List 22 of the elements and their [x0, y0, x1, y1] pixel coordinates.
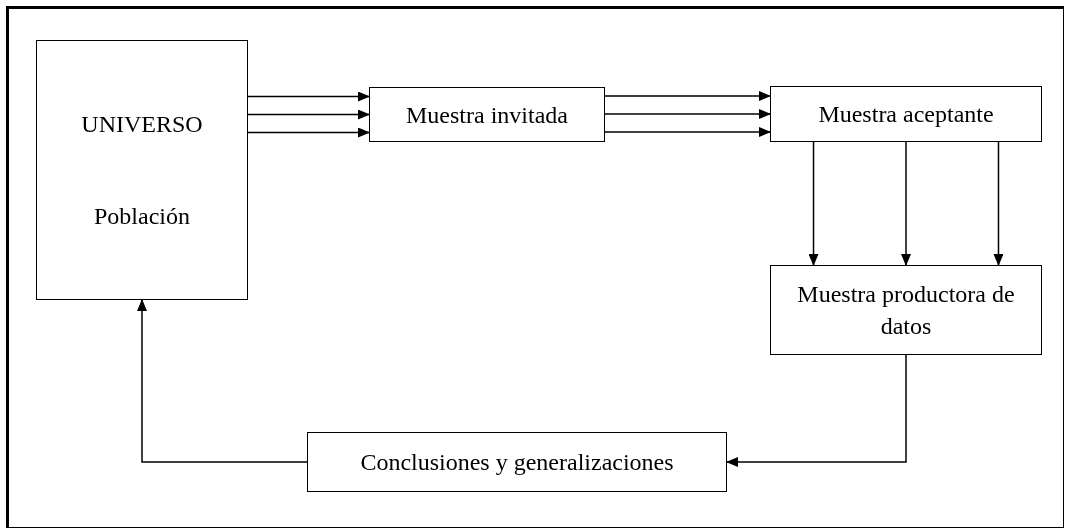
- arrow: [604, 91, 771, 101]
- arrow: [247, 91, 370, 102]
- arrow: [808, 141, 819, 266]
- process-box: [369, 87, 605, 142]
- arrow: [993, 141, 1004, 266]
- process-box: [770, 265, 1042, 355]
- box-label: Muestra invitada: [406, 100, 568, 130]
- arrow: [247, 109, 370, 120]
- process-box: [770, 86, 1042, 142]
- box-label: Conclusiones y generalizaciones: [360, 448, 674, 477]
- box-label: Muestra aceptante: [818, 100, 994, 129]
- arrow: [901, 141, 911, 266]
- box-label: Población: [94, 202, 190, 231]
- arrow: [604, 109, 771, 119]
- arrow: [247, 127, 370, 138]
- process-box: [307, 432, 727, 492]
- arrow: [137, 299, 308, 463]
- arrow: [604, 127, 771, 137]
- arrow: [726, 354, 907, 467]
- box-label: UNIVERSO: [81, 110, 203, 139]
- process-box: [36, 40, 248, 300]
- box-label: Muestra productora de datos: [796, 280, 1016, 341]
